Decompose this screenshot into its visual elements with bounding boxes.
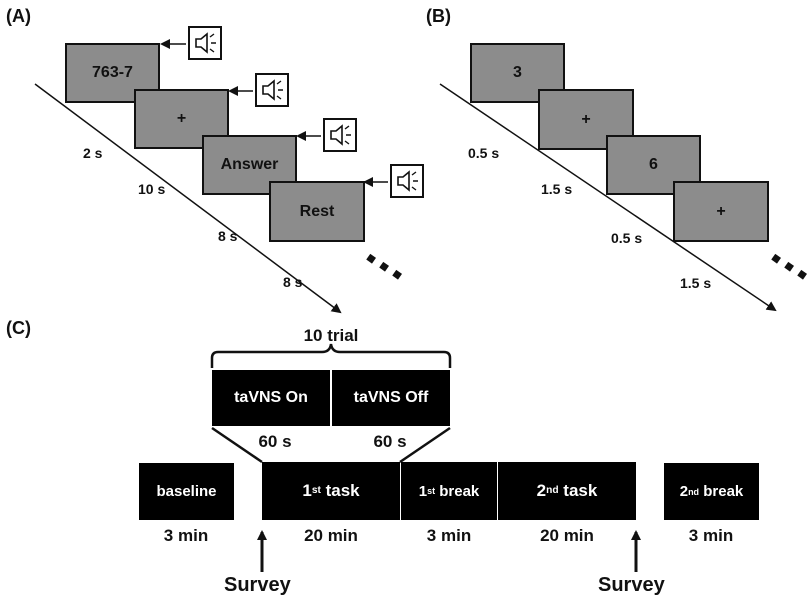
block-label-rest: break <box>699 483 744 500</box>
duration-a-3: 8 s <box>218 228 238 244</box>
expand-line-left <box>211 426 263 464</box>
screen-a-4: Rest <box>269 181 365 242</box>
duration-b-1: 0.5 s <box>468 145 500 161</box>
block-label-rest: task <box>558 481 598 500</box>
timeline-arrow-b <box>439 83 777 312</box>
ellipsis-b <box>771 253 807 280</box>
screen-b-1: 3 <box>470 43 565 103</box>
duration-a-1: 2 s <box>83 145 103 161</box>
duration-b-3: 0.5 s <box>611 230 643 246</box>
ellipsis-a <box>366 253 402 280</box>
block-label: baseline <box>156 483 217 500</box>
screen-a-2: + <box>134 89 229 149</box>
panel-label-b: (B) <box>426 6 451 26</box>
block-label-ordinal: 1 <box>302 481 312 500</box>
taVNS-on-block: taVNS On <box>212 370 330 426</box>
duration-baseline: 3 min <box>163 526 209 545</box>
panel-label-a: (A) <box>6 6 31 26</box>
speaker-icon <box>188 26 222 60</box>
taVNS-on-duration: 60 s <box>258 432 292 451</box>
block-label-ordinal: 1 <box>418 482 428 500</box>
duration-a-4: 8 s <box>283 274 303 290</box>
duration-a-2: 10 s <box>138 181 166 197</box>
screen-b-4: + <box>673 181 769 242</box>
speaker-icon <box>390 164 424 198</box>
duration-2nd-break: 3 min <box>688 526 734 545</box>
block-label-ordinal: 2 <box>536 481 547 500</box>
trial-brace <box>210 343 452 368</box>
duration-1st-break: 3 min <box>426 526 472 545</box>
survey-label-2: Survey <box>598 574 665 596</box>
expand-line-right <box>399 426 451 464</box>
duration-1st-task: 20 min <box>304 526 358 545</box>
taVNS-off-duration: 60 s <box>373 432 407 451</box>
block-label-rest: break <box>435 482 480 500</box>
duration-b-2: 1.5 s <box>541 181 573 197</box>
block-label-rest: task <box>320 481 360 500</box>
block-label-ordinal: 2 <box>679 483 689 500</box>
speaker-icon <box>323 118 357 152</box>
taVNS-off-block: taVNS Off <box>332 370 450 426</box>
trial-count-label: 10 trial <box>303 326 359 345</box>
duration-b-4: 1.5 s <box>680 275 712 291</box>
session-block-baseline: baseline <box>139 463 234 520</box>
panel-label-c: (C) <box>6 318 31 338</box>
speaker-icon <box>255 73 289 107</box>
survey-label-1: Survey <box>224 574 291 596</box>
duration-2nd-task: 20 min <box>540 526 594 545</box>
timeline-arrow-a <box>34 83 342 314</box>
